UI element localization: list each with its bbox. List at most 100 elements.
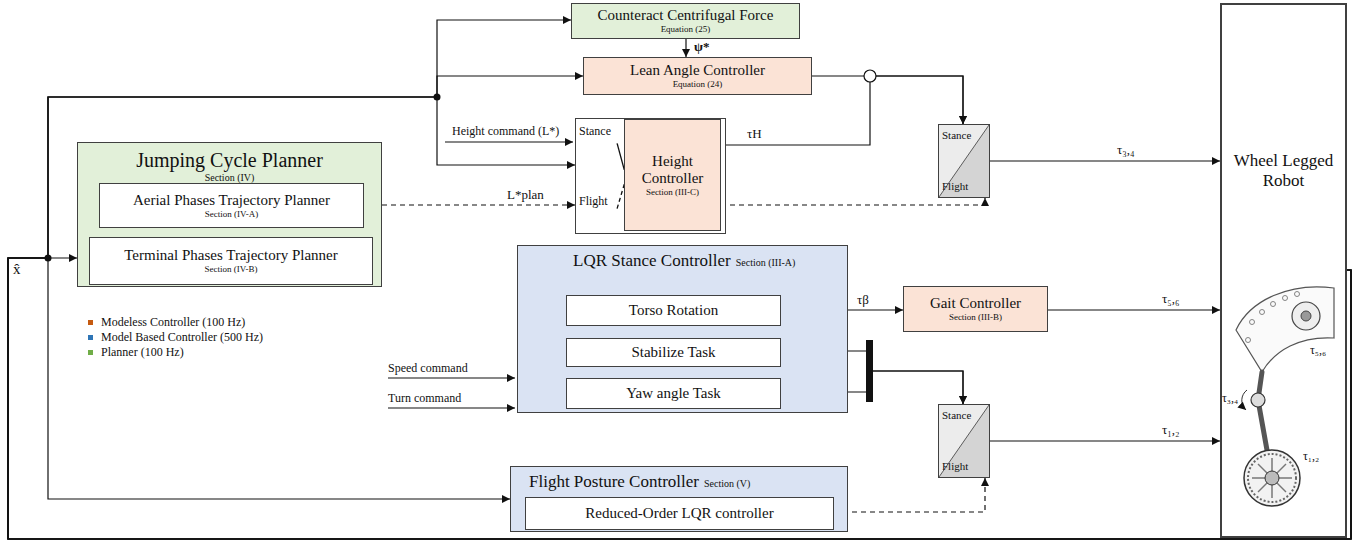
annotation: τ₅,₆	[1310, 344, 1326, 358]
node-subtitle: Section (IV-A)	[205, 209, 258, 219]
process-box: Gait ControllerSection (III-B)	[903, 286, 1048, 332]
process-box: Stabilize Task	[566, 338, 781, 367]
connector	[8, 20, 1351, 539]
node-title: Yaw angle Task	[626, 385, 721, 402]
edge-label: L*plan	[505, 188, 546, 202]
torso-holes	[1246, 292, 1300, 343]
process-box: Flight Posture Controller Section (V) Redu…	[510, 466, 848, 532]
node-title: Counteract Centrifugal Force	[598, 7, 774, 24]
node-title: Stabilize Task	[631, 344, 715, 361]
annotation: τ₃,₄	[1222, 392, 1238, 406]
legend-text: Planner (100 Hz)	[101, 346, 184, 360]
input-wire	[388, 377, 515, 378]
node-title: Flight Posture Controller	[529, 472, 699, 492]
mux-bar	[866, 340, 873, 402]
legend-swatch	[88, 335, 93, 340]
process-box: Terminal Phases Trajectory PlannerSectio…	[89, 237, 373, 285]
node-title: Wheel Legged Robot	[1222, 151, 1345, 190]
node-subtitle: Section (V)	[704, 478, 750, 490]
legend-swatch	[88, 320, 93, 325]
summing-junction	[864, 70, 876, 82]
connector	[721, 198, 985, 205]
node-subtitle: Equation (25)	[661, 24, 711, 34]
connector	[8, 97, 1351, 539]
node-subtitle: Section (IV-B)	[205, 264, 258, 274]
edge-label: τβ	[855, 293, 871, 307]
connector	[685, 39, 686, 57]
connector	[8, 76, 1351, 539]
wheel	[1244, 450, 1300, 506]
junction-dot	[434, 94, 441, 101]
connector	[1048, 309, 1220, 310]
node-subtitle: Section (III-A)	[736, 257, 796, 269]
node-title: Gait Controller	[930, 295, 1021, 312]
process-box: Wheel Legged Robot	[1220, 3, 1347, 538]
node-title: Terminal Phases Trajectory Planner	[124, 247, 338, 264]
annotation: Height command (L*)	[452, 125, 559, 139]
edge-label: τ₅,₆	[1160, 292, 1182, 306]
node-subtitle: Section (III-B)	[949, 312, 1002, 322]
process-box: Yaw angle Task	[566, 378, 781, 409]
switch-shade	[939, 125, 989, 197]
legend-row: Planner (100 Hz)	[88, 345, 263, 360]
node-title: Stance	[579, 125, 611, 139]
connector	[364, 204, 575, 205]
process-box: Reduced-Order LQR controller	[525, 497, 834, 530]
signal-name: x̂	[13, 261, 21, 278]
torque-arc	[1242, 390, 1247, 410]
connector	[8, 258, 1351, 539]
switch-arm-line	[939, 125, 989, 197]
junction-dot	[45, 255, 52, 262]
wheel-spokes	[1252, 458, 1292, 498]
process-box: Torso Rotation	[566, 295, 781, 326]
node-subtitle: Equation (24)	[673, 79, 723, 89]
process-box: Lean Angle ControllerEquation (24)	[583, 57, 812, 95]
mode-switch: StanceFlight	[938, 404, 990, 478]
hip-motor	[1292, 302, 1320, 330]
legend-swatch	[88, 350, 93, 355]
process-box: Height ControllerSection (III-C)	[624, 119, 721, 231]
switch-shade	[939, 405, 989, 477]
node-title: Reduced-Order LQR controller	[585, 505, 773, 522]
node-subtitle: Section (III-C)	[646, 187, 699, 197]
edge-label: τ₁,₂	[1160, 423, 1182, 437]
input-wire	[388, 407, 515, 408]
node-title: Stance	[942, 409, 971, 422]
legend-row: Model Based Controller (500 Hz)	[88, 330, 263, 345]
mode-switch: StanceFlight	[938, 124, 990, 198]
robot-torso	[1236, 287, 1334, 372]
node-title: Lean Angle Controller	[630, 62, 765, 79]
edge-label: τ₃,₄	[1115, 143, 1137, 157]
legend-text: Model Based Controller (500 Hz)	[101, 331, 263, 345]
connector	[812, 76, 963, 124]
node-subtitle: Flight	[942, 460, 968, 473]
wheel-teeth	[1248, 454, 1296, 502]
node-title: Height Controller	[629, 153, 716, 188]
connector	[990, 440, 1220, 441]
wheel-hub	[1265, 471, 1279, 485]
node-title: LQR Stance Controller	[573, 251, 731, 271]
annotation: Speed command	[388, 362, 468, 376]
input-wire	[445, 141, 573, 142]
node-title: Aerial Phases Trajectory Planner	[133, 192, 330, 209]
knee-joint	[1251, 393, 1265, 407]
connector	[8, 258, 1351, 539]
annotation: Turn command	[388, 392, 461, 406]
edge-label: τH	[745, 127, 764, 141]
node-title: Jumping Cycle Planner	[136, 149, 323, 172]
process-box: Counteract Centrifugal ForceEquation (25…	[571, 3, 800, 39]
hip-motor-hub	[1301, 311, 1311, 321]
process-box: StanceFlightHeight ControllerSection (II…	[575, 118, 726, 234]
edge-label: ψ*	[692, 40, 711, 54]
switch-arm-line	[939, 405, 989, 477]
node-title: Torso Rotation	[629, 302, 718, 319]
legend-text: Modeless Controller (100 Hz)	[101, 316, 245, 330]
legend-row: Modeless Controller (100 Hz)	[88, 315, 263, 330]
node-subtitle: Section (IV)	[205, 172, 255, 184]
connector	[990, 160, 1220, 161]
process-box: Jumping Cycle PlannerSection (IV)Aerial …	[77, 142, 382, 287]
connector	[834, 478, 985, 512]
node-title: Stance	[942, 129, 971, 142]
process-box: Aerial Phases Trajectory PlannerSection …	[99, 183, 364, 228]
